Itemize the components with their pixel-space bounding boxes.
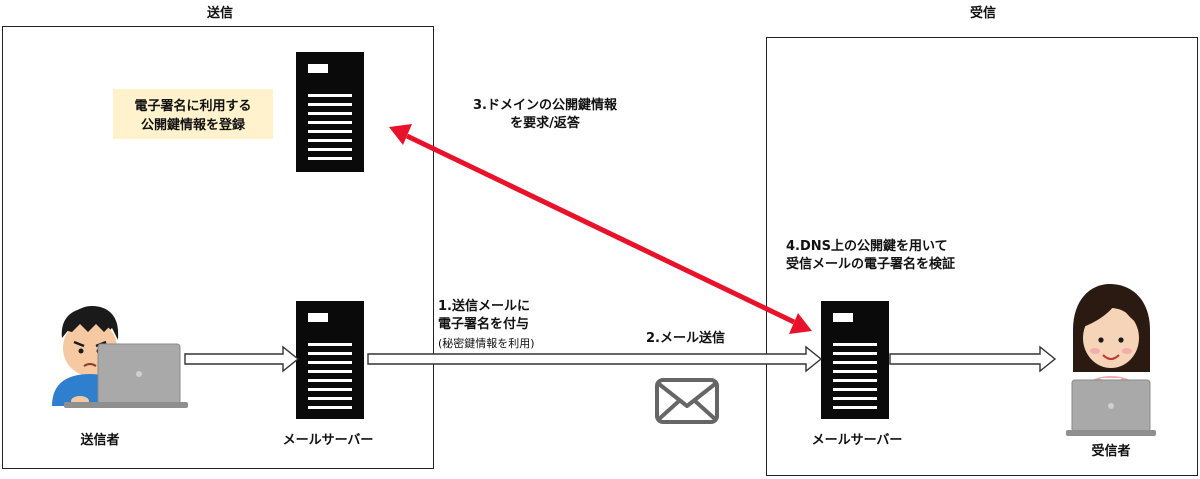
sender-server-label: メールサーバー (282, 433, 374, 448)
sender-mail-server-icon (296, 301, 364, 419)
flow-arrow-sender-to-server (184, 345, 300, 373)
step4-line1: 4.DNS上の公開鍵を用いて (786, 239, 948, 254)
receiver-server-label: メールサーバー (811, 433, 903, 448)
flow-arrow-server-to-recipient (889, 345, 1057, 373)
step4-label: 4.DNS上の公開鍵を用いて 受信メールの電子署名を検証 (786, 238, 955, 274)
step3-line2: を要求/返答 (510, 116, 580, 131)
sender-person-label: 送信者 (80, 433, 120, 448)
woman-at-laptop-icon (1066, 284, 1156, 436)
arrowhead-to-receiver (789, 313, 812, 334)
step1-label: 1.送信メールに 電子署名を付与 (438, 298, 530, 334)
dns-query-bidirectional-arrow (389, 124, 812, 334)
receiver-zone (766, 37, 1198, 476)
sender-zone (2, 26, 434, 469)
step4-line2: 受信メールの電子署名を検証 (786, 257, 956, 272)
step2-label: 2.メール送信 (646, 331, 725, 346)
envelope-icon (655, 378, 719, 424)
flow-arrow-server-to-server (367, 345, 823, 373)
receiver-person-label: 受信者 (1091, 444, 1131, 459)
man-at-laptop-icon (52, 306, 188, 408)
receiver-zone-title: 受信 (969, 6, 996, 21)
step3-line1: 3.ドメインの公開鍵情報 (473, 98, 617, 113)
step1-line1: 1.送信メールに (438, 299, 530, 314)
dns-registration-note: 電子署名に利用する 公開鍵情報を登録 (113, 89, 273, 139)
step3-label: 3.ドメインの公開鍵情報 を要求/返答 (455, 97, 635, 133)
dns-server-icon (296, 52, 364, 172)
dns-note-line2: 公開鍵情報を登録 (140, 118, 245, 133)
receiver-mail-server-icon (821, 301, 889, 419)
arrowhead-to-dns (389, 124, 412, 145)
dns-note-line1: 電子署名に利用する (134, 99, 252, 114)
sender-zone-title: 送信 (206, 6, 233, 21)
step1-sub-label: (秘密鍵情報を利用) (438, 337, 535, 350)
step1-line2: 電子署名を付与 (438, 317, 530, 332)
